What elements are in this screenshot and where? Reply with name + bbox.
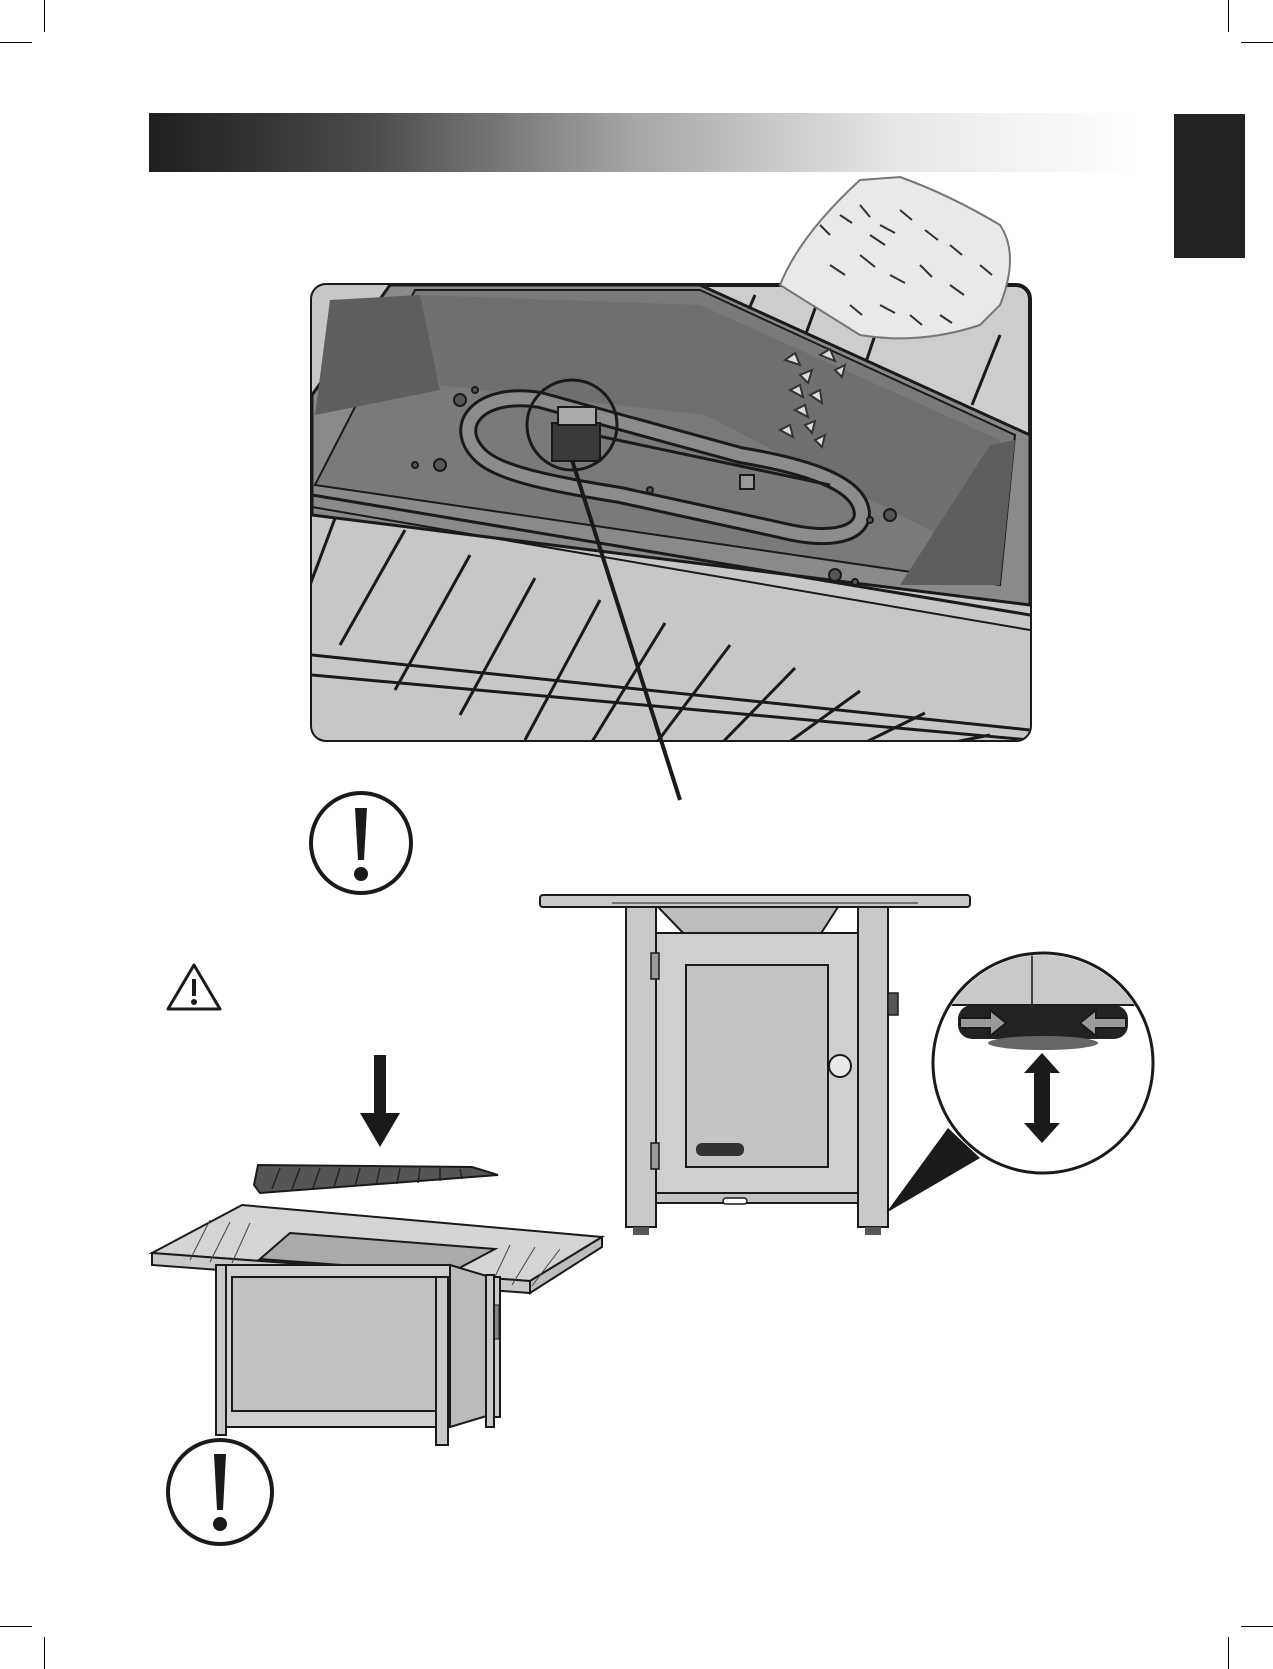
crop-mark xyxy=(0,1626,32,1627)
exclamation-circle-icon xyxy=(308,790,414,896)
down-arrow-icon xyxy=(360,1055,400,1150)
warning-triangle-icon xyxy=(166,962,222,1012)
burner-pan-illustration xyxy=(300,185,1060,805)
exclamation-circle-icon xyxy=(164,1436,276,1548)
crop-mark xyxy=(1241,42,1273,43)
crop-mark xyxy=(44,1637,45,1669)
crop-mark xyxy=(1228,1637,1229,1669)
section-header-bar xyxy=(149,113,1135,172)
crop-mark xyxy=(1228,0,1229,32)
fire-table-side-view xyxy=(538,893,1198,1238)
fire-table-lid-install xyxy=(150,1165,610,1455)
brand-logo-badge xyxy=(696,1143,744,1156)
crop-mark xyxy=(1241,1626,1273,1627)
crop-mark xyxy=(0,42,32,43)
language-side-tab xyxy=(1174,114,1245,258)
crop-mark xyxy=(44,0,45,32)
